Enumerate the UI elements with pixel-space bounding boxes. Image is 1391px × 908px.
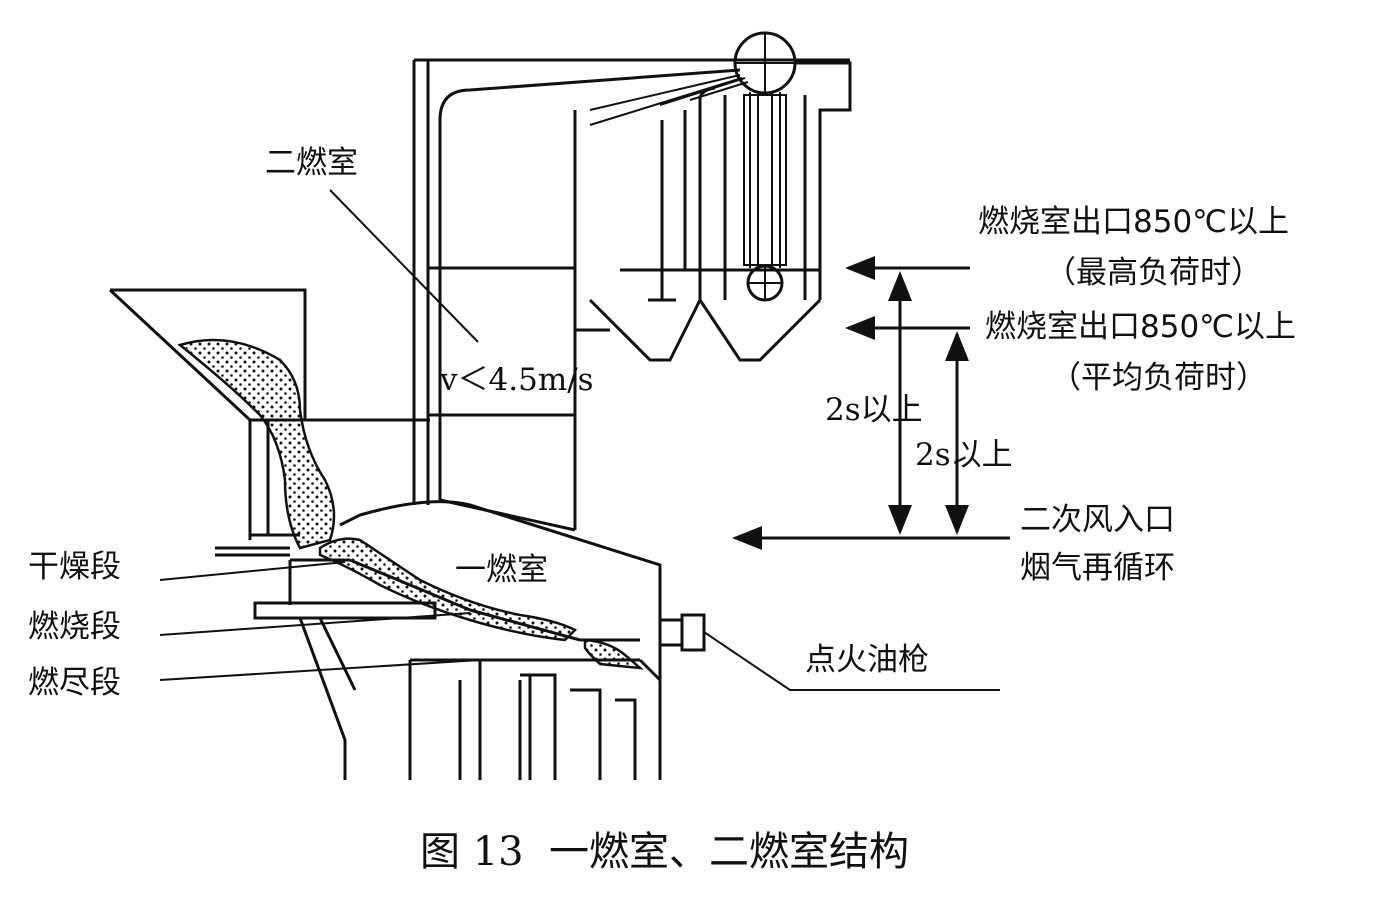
label-combustion-zone: 燃烧段 [28,609,121,645]
label-primary-chamber: 一燃室 [455,552,548,588]
label-burnout-zone: 燃尽段 [28,665,121,701]
label-outlet-avg-1: 燃烧室出口850℃以上 [985,309,1296,345]
label-velocity: v＜4.5m/s [439,362,594,398]
label-secondary-chamber: 二燃室 [265,145,358,181]
leader-lines [159,189,1000,691]
secondary-chamber-shell [412,58,850,532]
label-secondary-air-2: 烟气再循环 [1020,550,1175,586]
flow-arrows [732,256,1010,550]
figure-caption: 图 13 一燃室、二燃室结构 [420,829,909,875]
ignition-burner-body [658,613,706,652]
label-outlet-avg-2: （平均负荷时） [1050,360,1267,396]
label-drying-zone: 干燥段 [28,549,121,585]
label-ignition-burner: 点火油枪 [805,642,929,678]
label-residence-1: 2s以上 [825,392,923,428]
waste-feed [177,338,336,550]
label-outlet-max-1: 燃烧室出口850℃以上 [978,204,1289,240]
label-outlet-max-2: （最高负荷时） [1045,255,1262,291]
boiler-section [575,31,852,362]
label-residence-2: 2s以上 [915,437,1013,473]
waste-grate-bed [318,537,578,642]
waste-burnout [583,638,644,670]
label-secondary-air-1: 二次风入口 [1020,502,1175,538]
